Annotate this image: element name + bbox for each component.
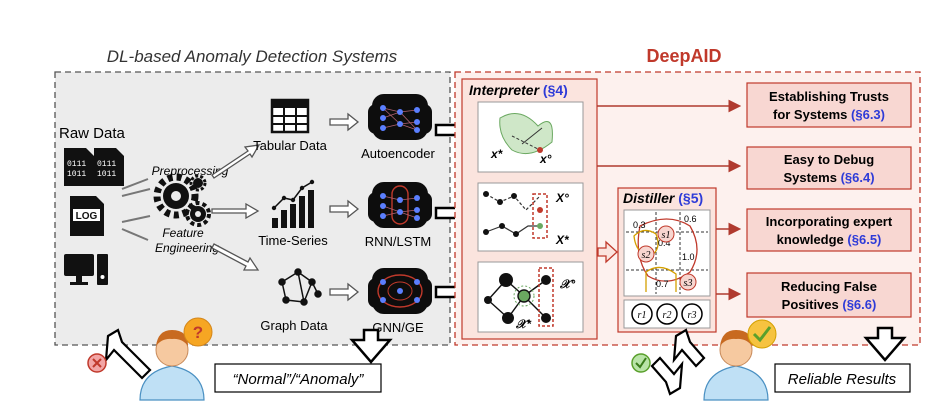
distiller-rule: r1	[638, 310, 647, 321]
distiller-rule: r2	[663, 310, 672, 321]
svg-text:0111: 0111	[97, 160, 116, 169]
svg-text:1011: 1011	[67, 170, 86, 179]
distiller-state: s1	[662, 230, 671, 241]
x-mark-icon	[87, 353, 107, 373]
distiller-value: 0.4	[658, 238, 671, 248]
svg-text:Reducing False: Reducing False	[781, 279, 877, 294]
svg-text:Establishing Trusts: Establishing Trusts	[769, 89, 889, 104]
right-output-box	[774, 363, 911, 393]
distiller-value: 0.7	[656, 279, 669, 289]
distiller-value: 0.3	[633, 220, 646, 230]
result-box-expert: Incorporating expert knowledge (§6.5)	[746, 208, 912, 252]
right-user-arrows-2	[650, 356, 684, 396]
result-box-trust: Establishing Trusts for Systems (§6.3)	[746, 82, 912, 128]
left-output-arrow	[349, 328, 393, 364]
interpreter-plot-time-series: X° X*	[477, 182, 584, 252]
interpreter-label: Interpreter (§4)	[469, 82, 568, 98]
distiller-value: 0.6	[684, 214, 697, 224]
bar-chart-icon	[271, 179, 315, 228]
distiller-rules: r1 r2 r3	[623, 299, 711, 329]
graph-icon	[278, 268, 322, 306]
result-box-false-positives: Reducing False Positives (§6.6)	[746, 272, 912, 318]
svg-text:1011: 1011	[97, 170, 116, 179]
label-X-circ: X°	[555, 191, 569, 205]
right-output-arrow	[863, 326, 907, 362]
person-question-icon: ?	[139, 317, 213, 401]
result-connectors	[597, 99, 742, 301]
label-calX-circ: 𝒳°	[559, 277, 575, 291]
person-check-icon	[703, 319, 777, 401]
neural-network-icon	[368, 268, 432, 314]
model-rnn-lstm: RNN/LSTM	[365, 234, 431, 249]
model-autoencoder: Autoencoder	[361, 146, 435, 161]
svg-text:knowledge (§6.5): knowledge (§6.5)	[777, 232, 882, 247]
result-box-debug: Easy to Debug Systems (§6.4)	[746, 146, 912, 190]
interpreter-plot-graph: 𝒳° 𝒳*	[477, 261, 584, 333]
right-user-arrows	[672, 328, 706, 368]
distiller-ref: (§5)	[678, 190, 703, 206]
distiller-value: 1.0	[682, 252, 695, 262]
svg-text:Positives (§6.6): Positives (§6.6)	[782, 297, 877, 312]
gears-to-data-arrows	[211, 144, 261, 271]
left-output-label: “Normal”/“Anomaly”	[233, 371, 365, 388]
computer-icon	[64, 254, 108, 285]
label-calX-star: 𝒳*	[515, 317, 532, 331]
interpreter-ref: (§4)	[543, 82, 568, 98]
right-panel-title: DeepAID	[646, 46, 721, 66]
raw-data-label: Raw Data	[59, 125, 126, 142]
binary-file-icon: 0111 1011	[94, 148, 124, 186]
interpreter-to-distiller-arrow	[597, 240, 618, 264]
feature-engineering-label-2: Engineering	[155, 241, 219, 255]
data-type-graph: Graph Data	[260, 318, 328, 333]
svg-text:LOG: LOG	[76, 211, 98, 222]
left-panel-title: DL-based Anomaly Detection Systems	[107, 47, 398, 66]
distiller-state: s2	[642, 250, 651, 261]
neural-network-icon	[368, 94, 432, 140]
right-output-label: Reliable Results	[788, 371, 897, 388]
svg-text:?: ?	[193, 323, 203, 342]
svg-text:Incorporating expert: Incorporating expert	[766, 214, 893, 229]
data-type-time-series: Time-Series	[258, 233, 328, 248]
distiller-label: Distiller (§5)	[623, 190, 703, 206]
log-file-icon: LOG	[70, 196, 104, 236]
distiller-state: s3	[684, 278, 693, 289]
binary-file-icon: 0111 1011	[64, 148, 94, 186]
feature-engineering-label: Feature	[162, 226, 204, 240]
data-to-model-arrows	[329, 112, 360, 302]
raw-to-gears-lines	[121, 178, 151, 241]
check-mark-icon	[631, 353, 651, 373]
preprocessing-label: Preprocessing	[152, 164, 229, 178]
label-X-star: X*	[555, 233, 570, 247]
label-x-circ: x°	[539, 152, 552, 166]
left-user-arrow	[104, 328, 152, 380]
data-type-tabular: Tabular Data	[253, 138, 327, 153]
left-output-box	[214, 363, 382, 393]
svg-text:for Systems (§6.3): for Systems (§6.3)	[773, 107, 885, 122]
svg-text:Systems (§6.4): Systems (§6.4)	[783, 170, 874, 185]
label-x-star: x*	[490, 147, 504, 161]
svg-text:0111: 0111	[67, 160, 86, 169]
model-gnn-ge: GNN/GE	[372, 320, 424, 335]
neural-network-icon	[368, 182, 432, 228]
distiller-rule: r3	[688, 310, 697, 321]
svg-text:Easy to Debug: Easy to Debug	[784, 152, 874, 167]
interpreter-plot-tabular: x* x°	[477, 101, 584, 173]
gears-icon	[153, 173, 211, 227]
table-icon	[270, 98, 310, 134]
distiller-plot: 0.3 0.6 0.4 1.0 0.7 s1 s2 s3	[623, 209, 711, 297]
